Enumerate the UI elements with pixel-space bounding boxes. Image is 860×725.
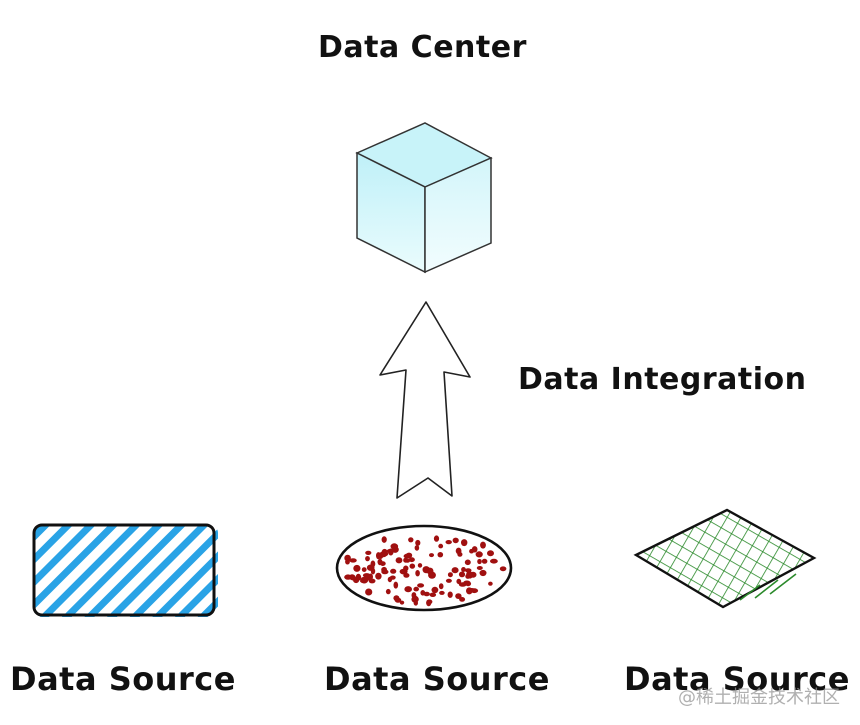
ellipse-dot xyxy=(408,537,414,543)
ellipse-dot xyxy=(399,568,408,575)
ellipse-dot xyxy=(404,586,413,593)
ellipse-dot xyxy=(480,541,486,549)
ellipse-dot xyxy=(426,599,432,607)
ellipse-dot xyxy=(451,567,459,574)
ellipse-dot xyxy=(420,590,426,596)
ellipse-dot xyxy=(490,558,498,564)
watermark: @稀土掘金技术社区 xyxy=(678,687,840,708)
ellipse-dot xyxy=(447,572,453,578)
ellipse-dot xyxy=(458,571,466,578)
ellipse-dot xyxy=(464,559,471,566)
ellipse-dot xyxy=(368,578,376,584)
ellipse-dot xyxy=(375,572,382,580)
ellipse-dot xyxy=(431,586,439,594)
ellipse-dot xyxy=(360,578,368,584)
ellipse-dot xyxy=(386,548,395,554)
ellipse-dot xyxy=(413,586,420,592)
ellipse-dot xyxy=(464,568,472,573)
ellipse-dot xyxy=(452,537,459,544)
ellipse-dot xyxy=(466,571,472,579)
ellipse-dot xyxy=(415,539,421,546)
ellipse-dot xyxy=(411,592,417,599)
data-source-diamond-icon xyxy=(633,508,817,609)
ellipse-dot xyxy=(471,546,478,553)
ellipse-dot xyxy=(476,566,483,570)
data-center-cube-icon xyxy=(355,122,493,274)
upward-arrow-icon xyxy=(379,301,471,499)
ellipse-dot xyxy=(439,590,445,595)
ellipse-dot xyxy=(429,592,437,597)
ellipse-dot xyxy=(417,563,423,568)
ellipse-dot xyxy=(455,593,462,599)
ellipse-dot xyxy=(403,557,408,563)
ellipse-dot xyxy=(344,574,352,580)
ellipse-dot xyxy=(381,536,387,543)
data-source-label-1: Data Source xyxy=(10,660,236,698)
ellipse-dot xyxy=(395,557,403,564)
data-source-rectangle-icon xyxy=(32,523,218,617)
ellipse-dot xyxy=(477,558,482,565)
ellipse-dot xyxy=(409,563,416,569)
ellipse-dot xyxy=(445,540,452,545)
ellipse-dot xyxy=(355,573,362,581)
ellipse-dot xyxy=(447,591,453,598)
ellipse-dot xyxy=(455,547,462,555)
ellipse-dot xyxy=(387,576,393,583)
data-source-label-3: Data Source xyxy=(624,660,850,698)
ellipse-dot xyxy=(380,561,386,566)
ellipse-dot xyxy=(414,545,420,551)
data-center-title: Data Center xyxy=(318,30,527,65)
ellipse-dot xyxy=(488,581,493,586)
ellipse-dot xyxy=(344,554,351,562)
ellipse-dot xyxy=(365,550,372,556)
ellipse-dot xyxy=(438,543,444,549)
ellipse-dot xyxy=(381,569,389,575)
ellipse-dot xyxy=(399,600,405,605)
ellipse-dot xyxy=(403,573,410,578)
ellipse-dot xyxy=(408,557,415,563)
ellipse-dot xyxy=(475,551,483,558)
ellipse-dot xyxy=(429,553,434,558)
ellipse-dot xyxy=(499,566,507,572)
ellipse-dot xyxy=(390,568,397,574)
ellipse-dot xyxy=(487,550,494,557)
ellipse-dot xyxy=(456,578,462,585)
data-source-label-2: Data Source xyxy=(324,660,550,698)
ellipse-dot xyxy=(445,578,452,583)
ellipse-dot xyxy=(365,588,373,596)
ellipse-dot xyxy=(438,583,444,590)
ellipse-dots xyxy=(344,535,507,607)
ellipse-dot xyxy=(376,552,381,560)
ellipse-dot xyxy=(361,567,367,572)
ellipse-dot xyxy=(365,556,370,562)
ellipse-dot xyxy=(426,567,434,575)
ellipse-dot xyxy=(393,581,399,589)
ellipse-dot xyxy=(403,553,411,559)
ellipse-dot xyxy=(461,539,468,547)
ellipse-dot xyxy=(437,552,444,558)
ellipse-dot xyxy=(353,564,361,572)
ellipse-dot xyxy=(366,564,375,571)
ellipse-dot xyxy=(345,559,350,565)
ellipse-dot xyxy=(415,570,420,577)
ellipse-dot xyxy=(393,595,400,601)
ellipse-dot xyxy=(349,558,357,563)
ellipse-dot xyxy=(463,580,471,585)
ellipse-dot xyxy=(417,583,425,588)
ellipse-dot xyxy=(433,535,440,542)
ellipse-dot xyxy=(466,587,473,595)
ellipse-dot xyxy=(481,558,488,564)
ellipse-dot xyxy=(385,588,391,595)
ellipse-dot xyxy=(479,569,487,577)
ellipse-dot xyxy=(413,600,418,606)
data-source-ellipse-icon xyxy=(335,524,513,612)
ellipse-dot xyxy=(381,548,388,556)
ellipse-dot xyxy=(350,576,357,581)
ellipse-dot xyxy=(366,574,371,581)
ellipse-dot xyxy=(461,567,466,572)
data-integration-label: Data Integration xyxy=(518,362,807,397)
